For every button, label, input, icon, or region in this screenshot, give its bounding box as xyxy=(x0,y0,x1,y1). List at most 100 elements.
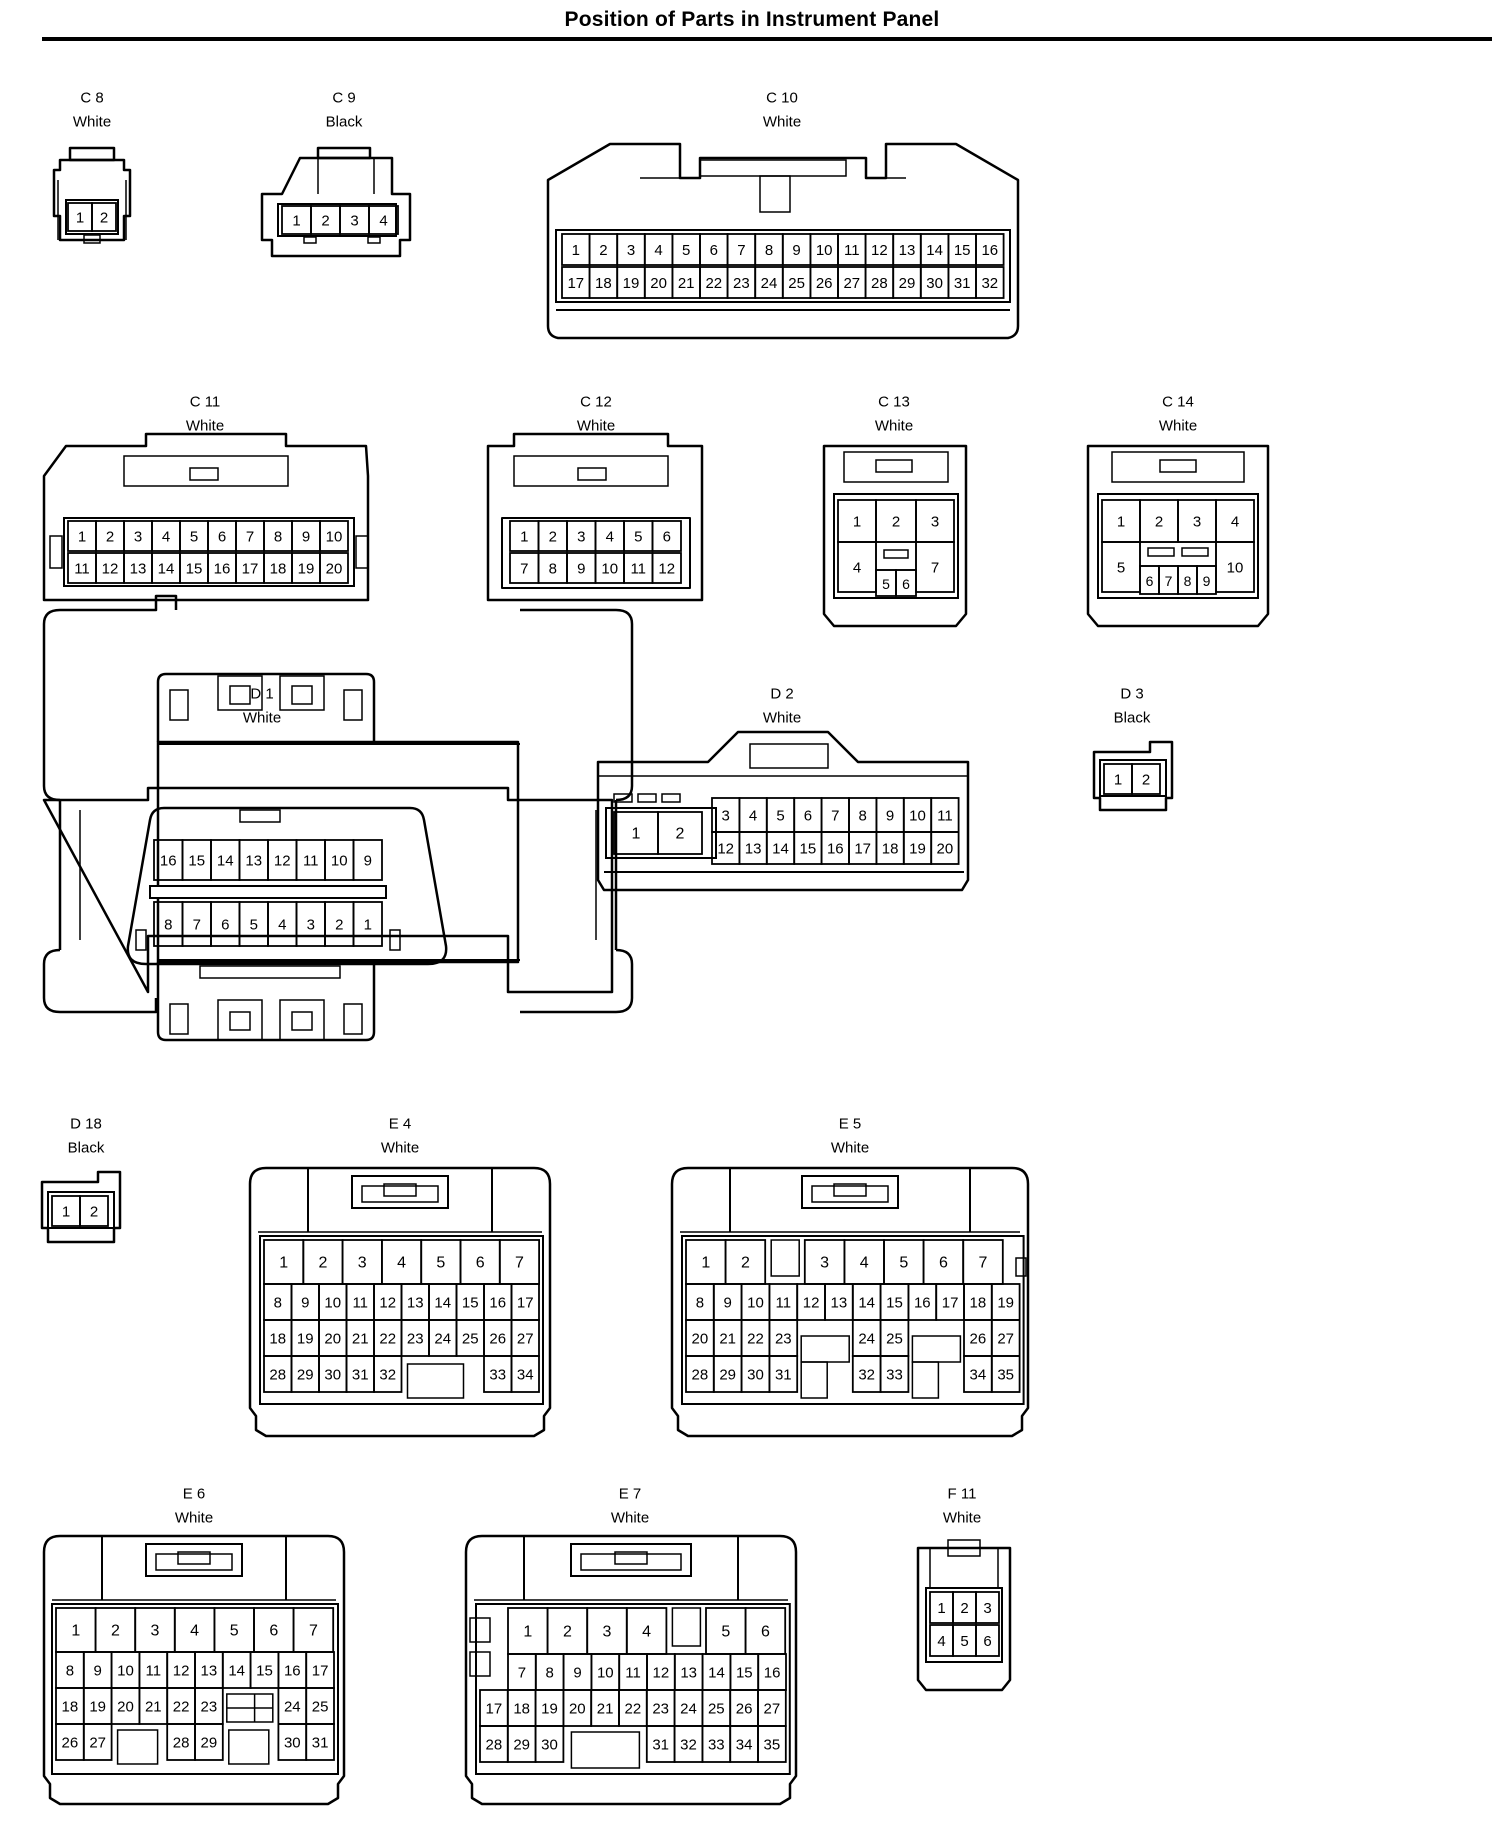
pin-label: 26 xyxy=(970,1331,987,1348)
housing-outline xyxy=(42,948,634,1014)
housing-outline xyxy=(42,432,370,602)
pin-label: 8 xyxy=(66,1663,74,1680)
pin-label: 19 xyxy=(909,841,926,858)
pin-label: 8 xyxy=(549,561,557,578)
housing-part xyxy=(1099,759,1167,797)
pin-label: 18 xyxy=(595,275,612,292)
housing-part xyxy=(469,1651,491,1677)
pin-label: 33 xyxy=(489,1367,506,1384)
pin-cell xyxy=(651,552,682,584)
pin-label: 20 xyxy=(326,561,343,578)
connector-id: E 5 xyxy=(839,1116,862,1133)
pin-label: 4 xyxy=(278,917,286,934)
pin-label: 3 xyxy=(151,1623,160,1640)
housing-part xyxy=(1181,547,1209,557)
housing-part xyxy=(947,1539,981,1557)
pin-label: 32 xyxy=(981,275,998,292)
housing-part xyxy=(925,1587,1003,1663)
pin-label: 3 xyxy=(627,242,635,259)
pin-label: 17 xyxy=(312,1663,329,1680)
connector-id: D 18 xyxy=(70,1116,102,1133)
pin-label: 2 xyxy=(318,1255,327,1272)
pin-cell xyxy=(352,901,383,947)
housing-part xyxy=(699,159,847,177)
pin-cell xyxy=(975,1624,1000,1657)
housing-part xyxy=(759,175,791,213)
housing-part xyxy=(833,493,959,599)
pin-label: 6 xyxy=(983,1633,991,1650)
housing-outline xyxy=(1086,444,1270,628)
connector-color: White xyxy=(831,1140,869,1157)
connector-id: D 2 xyxy=(770,686,793,703)
pin-label: 8 xyxy=(274,529,282,546)
pin-label: 12 xyxy=(102,561,119,578)
housing-outline xyxy=(42,594,634,802)
pin-cell xyxy=(990,1355,1021,1393)
pin-label: 12 xyxy=(379,1295,396,1312)
pin-label: 31 xyxy=(954,275,971,292)
pin-label: 35 xyxy=(997,1367,1014,1384)
pin-label: 14 xyxy=(434,1295,451,1312)
housing-outline xyxy=(156,962,376,1042)
pin-label: 34 xyxy=(736,1737,753,1754)
pin-label: 3 xyxy=(134,529,142,546)
pin-cell xyxy=(82,1723,113,1761)
pin-label: 6 xyxy=(804,808,812,825)
pin-label: 2 xyxy=(892,514,900,531)
housing-outline xyxy=(464,1534,798,1806)
pin-label: 14 xyxy=(158,561,175,578)
pin-label: 26 xyxy=(736,1701,753,1718)
housing-outline xyxy=(101,1536,287,1600)
pin-label: 16 xyxy=(764,1665,781,1682)
pin-label: 25 xyxy=(462,1331,479,1348)
housing-outline xyxy=(248,1166,552,1438)
pin-label: 15 xyxy=(736,1665,753,1682)
pin-label: 13 xyxy=(680,1665,697,1682)
housing-part xyxy=(883,549,909,559)
pin-label: 30 xyxy=(747,1367,764,1384)
housing-part xyxy=(199,965,341,979)
pin-label: 5 xyxy=(250,917,258,934)
housing-part xyxy=(229,685,251,705)
housing-part xyxy=(406,1363,465,1399)
pin-label: 7 xyxy=(518,1665,526,1682)
pin-label: 9 xyxy=(94,1663,102,1680)
pin-label: 15 xyxy=(188,853,205,870)
pin-label: 14 xyxy=(926,242,943,259)
housing-part xyxy=(605,807,717,859)
housing-part xyxy=(875,459,913,473)
connector-id: D 3 xyxy=(1120,686,1143,703)
pin-label: 17 xyxy=(486,1701,503,1718)
housing-outline xyxy=(546,142,1020,340)
pin-label: 31 xyxy=(775,1367,792,1384)
pin-label: 7 xyxy=(520,561,528,578)
pin-label: 10 xyxy=(601,561,618,578)
pin-label: 28 xyxy=(173,1735,190,1752)
pin-label: 15 xyxy=(886,1295,903,1312)
pin-label: 7 xyxy=(979,1255,988,1272)
pin-label: 22 xyxy=(173,1699,190,1716)
pin-label: 12 xyxy=(871,242,888,259)
pin-label: 11 xyxy=(776,1295,792,1312)
pin-label: 5 xyxy=(634,529,642,546)
housing-outline xyxy=(916,1546,1012,1692)
housing-part xyxy=(577,467,607,481)
housing-part xyxy=(811,1185,889,1203)
housing-part xyxy=(51,1603,339,1775)
pin-label: 4 xyxy=(654,242,662,259)
pin-label: 4 xyxy=(860,1255,869,1272)
housing-outline xyxy=(929,1548,999,1588)
pin-cell xyxy=(319,520,349,552)
pin-label: 12 xyxy=(717,841,734,858)
pin-label: 12 xyxy=(274,853,291,870)
pin-label: 14 xyxy=(858,1295,875,1312)
pin-cell xyxy=(975,266,1005,299)
pin-cell xyxy=(305,1723,335,1761)
housing-part xyxy=(800,1361,828,1399)
pin-label: 16 xyxy=(489,1295,506,1312)
pin-label: 26 xyxy=(816,275,833,292)
pin-label: 1 xyxy=(364,917,372,934)
